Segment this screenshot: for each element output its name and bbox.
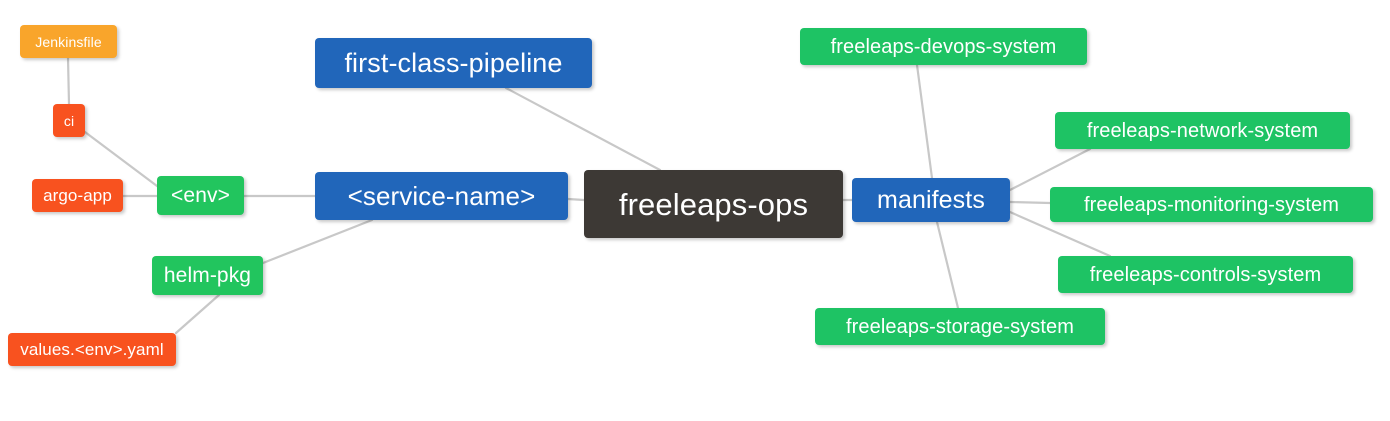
node-service-name[interactable]: <service-name> [315,172,568,220]
node-service-name-label: <service-name> [347,181,536,211]
edge-helmpkg-servicename [261,218,374,265]
node-freeleaps-storage-system[interactable]: freeleaps-storage-system [815,308,1105,345]
node-first-class-pipeline-label: first-class-pipeline [344,47,563,78]
node-jenkinsfile[interactable]: Jenkinsfile [20,25,117,58]
node-helm-pkg-label: helm-pkg [163,264,252,287]
node-env-label: <env> [171,184,230,207]
edge-manifests-storage [935,220,960,310]
node-freeleaps-devops-system[interactable]: freeleaps-devops-system [800,28,1087,65]
node-freeleaps-ops-label: freeleaps-ops [618,186,809,222]
edge-jenkinsfile-ci [66,56,71,106]
edge-servicename-root [566,197,586,202]
node-freeleaps-controls-system[interactable]: freeleaps-controls-system [1058,256,1353,293]
node-argo-app-label: argo-app [43,186,112,205]
edge-manifests-devops [915,63,934,180]
edge-valuesyaml-helmpkg [174,293,221,335]
node-ci-label: ci [63,112,75,129]
edge-ci-env [83,130,159,188]
node-values-yaml-label: values.<env>.yaml [20,340,164,359]
edge-manifests-network [1008,147,1092,192]
node-freeleaps-ops-root[interactable]: freeleaps-ops [584,170,843,238]
node-manifests-label: manifests [877,185,985,214]
edge-manifests-monitoring [1008,200,1052,205]
node-freeleaps-network-system-label: freeleaps-network-system [1086,119,1319,142]
node-values-yaml[interactable]: values.<env>.yaml [8,333,176,366]
node-first-class-pipeline[interactable]: first-class-pipeline [315,38,592,88]
node-argo-app[interactable]: argo-app [32,179,123,212]
node-freeleaps-network-system[interactable]: freeleaps-network-system [1055,112,1350,149]
node-env[interactable]: <env> [157,176,244,215]
node-helm-pkg[interactable]: helm-pkg [152,256,263,295]
node-freeleaps-storage-system-label: freeleaps-storage-system [845,315,1075,338]
node-manifests[interactable]: manifests [852,178,1010,222]
node-freeleaps-devops-system-label: freeleaps-devops-system [830,35,1057,58]
node-ci[interactable]: ci [53,104,85,137]
edge-firstclasspipeline-root [504,86,662,172]
node-jenkinsfile-label: Jenkinsfile [35,33,102,50]
node-freeleaps-monitoring-system-label: freeleaps-monitoring-system [1083,193,1339,216]
node-freeleaps-controls-system-label: freeleaps-controls-system [1089,263,1322,286]
node-freeleaps-monitoring-system[interactable]: freeleaps-monitoring-system [1050,187,1373,222]
